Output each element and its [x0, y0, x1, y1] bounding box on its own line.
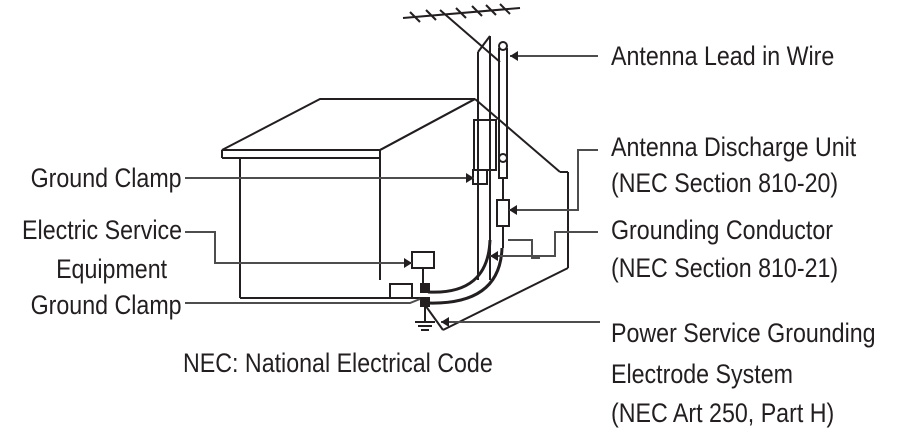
label-electric-service-line1: Electric Service: [21, 215, 182, 245]
lead-in-wire: [496, 41, 510, 248]
label-grounding-conductor-ref: (NEC Section 810-21): [611, 253, 839, 283]
mast-drawing: [472, 35, 497, 280]
label-electric-service-line2: Equipment: [55, 254, 167, 284]
label-ground-clamp-top: Ground Clamp: [30, 163, 182, 193]
label-antenna-discharge-unit-ref: (NEC Section 810-20): [611, 168, 839, 198]
label-antenna-lead-in-wire: Antenna Lead in Wire: [611, 41, 835, 71]
house-drawing: [221, 98, 569, 331]
pointer-lines: [185, 55, 600, 323]
antenna-drawing: [402, 3, 521, 63]
label-ground-clamp-bottom: Ground Clamp: [30, 290, 182, 320]
label-power-service-line1: Power Service Grounding: [611, 318, 876, 348]
label-power-service-ref: (NEC Art 250, Part H): [611, 398, 835, 428]
grounding-conductor-drawing: [389, 239, 504, 331]
label-power-service-line2: Electrode System: [611, 359, 793, 389]
label-antenna-discharge-unit: Antenna Discharge Unit: [611, 132, 857, 162]
nec-legend: NEC: National Electrical Code: [183, 348, 493, 378]
label-grounding-conductor: Grounding Conductor: [611, 215, 834, 245]
arrowheads: [404, 51, 518, 327]
